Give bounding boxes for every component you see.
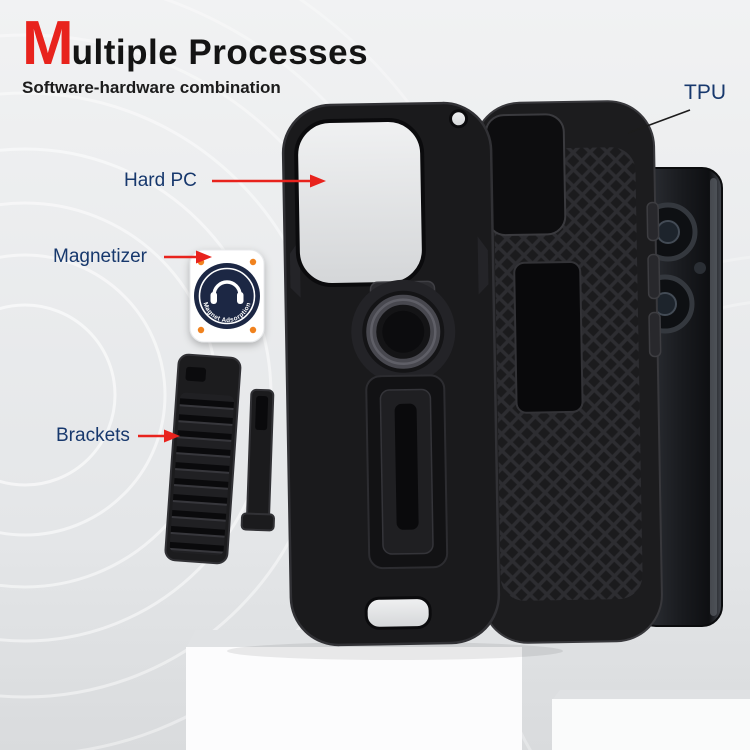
title-rest: ultiple Processes xyxy=(71,33,369,72)
tpu-layer xyxy=(473,100,663,644)
brackets-arrow xyxy=(138,429,180,443)
case-camera-cutout xyxy=(294,118,426,288)
title-initial: M xyxy=(22,9,74,78)
contact-shadow xyxy=(227,642,563,660)
phone-flash xyxy=(694,262,706,274)
tpu-camera-cutout xyxy=(484,113,567,237)
callout-brackets-label: Brackets xyxy=(56,425,130,446)
bracket-clip xyxy=(240,388,275,532)
phone-screen-edge xyxy=(710,178,717,616)
badge-circle xyxy=(194,263,260,329)
callout-tpu: TPU xyxy=(684,81,726,105)
tpu-pointer-line xyxy=(627,109,691,134)
callout-magnetizer: Magnetizer xyxy=(53,246,147,268)
case-bottom-cutout xyxy=(364,596,432,630)
bracket-notch xyxy=(185,366,207,382)
kickstand-slot xyxy=(365,374,449,570)
callout-arrows xyxy=(138,174,326,443)
callout-tpu-label: TPU xyxy=(684,81,726,104)
kickstand-ring xyxy=(351,279,456,384)
callout-magnetizer-label: Magnetizer xyxy=(53,246,147,267)
case-armor-accent-right xyxy=(477,236,489,295)
callout-hard-pc-label: Hard PC xyxy=(124,170,197,191)
bracket-strip xyxy=(164,353,242,565)
hard-pc-case xyxy=(281,101,501,647)
magnetizer-arrow xyxy=(164,250,212,264)
magnet-badge: Magnet Adsorption xyxy=(189,249,265,343)
callout-brackets: Brackets xyxy=(56,425,130,447)
tpu-side-buttons xyxy=(646,201,662,358)
bracket-ribs xyxy=(169,392,234,556)
hard-pc-arrow xyxy=(212,174,326,188)
case-top-hole xyxy=(449,109,469,129)
tpu-kickstand-cutout xyxy=(513,260,584,414)
callout-hard-pc: Hard PC xyxy=(124,170,197,192)
headset-icon xyxy=(210,280,244,304)
page-subtitle: Software-hardware combination xyxy=(22,78,281,97)
